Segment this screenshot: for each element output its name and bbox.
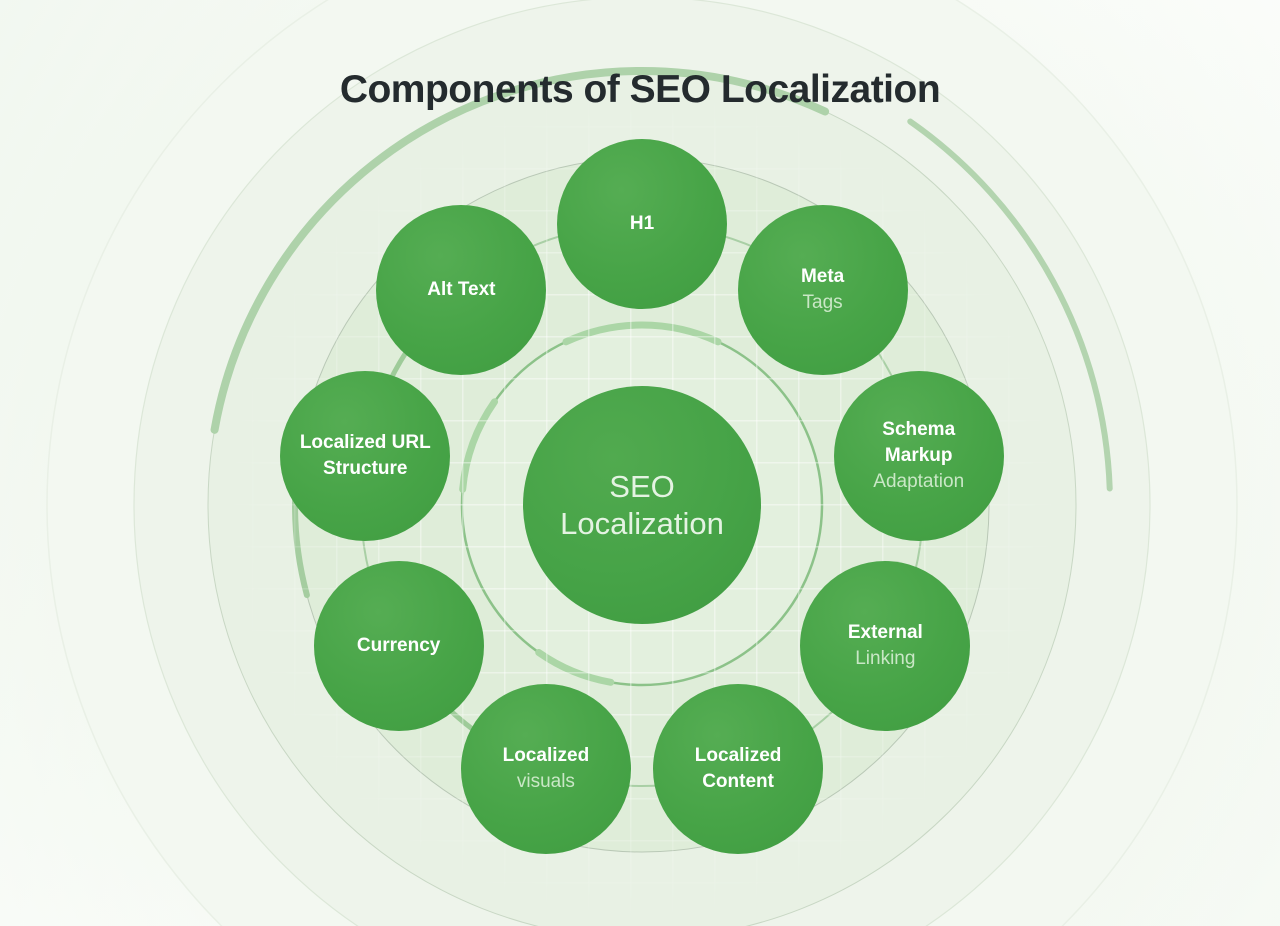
component-label-line: Localized [694, 745, 782, 767]
component-label-line: Schema [882, 419, 956, 441]
component-label-localized-visuals: Localized visuals [503, 743, 590, 795]
component-label-currency: Currency [357, 633, 440, 659]
component-circle-localized-url-structure: Localized URL Structure [280, 371, 451, 542]
component-label-line: Localized URL [299, 432, 431, 454]
center-label-line1: SEO [609, 468, 675, 504]
center-label-line2: Localization [560, 506, 724, 541]
component-label-line: Localized [502, 745, 590, 767]
component-label-line: Linking [855, 647, 916, 669]
component-circle-h1: H1 [557, 139, 727, 309]
component-label-h1: H1 [630, 211, 654, 237]
component-label-line: External [847, 621, 923, 643]
component-label-line: Alt Text [427, 278, 496, 300]
component-label-line: Structure [323, 458, 408, 480]
component-label-line: visuals [516, 771, 575, 793]
component-circle-localized-visuals: Localized visuals [460, 684, 631, 855]
component-label-line: Currency [356, 634, 441, 656]
component-label-line: Content [702, 771, 774, 793]
component-circle-currency: Currency [313, 560, 484, 731]
component-label-alt-text: Alt Text [427, 277, 495, 303]
component-label-line: Tags [802, 291, 843, 313]
center-label: SEO Localization [560, 468, 724, 542]
diagram-title: Components of SEO Localization [339, 68, 941, 111]
component-label-localized-url-structure: Localized URL Structure [300, 430, 431, 482]
center-circle-seo-localization: SEO Localization [523, 386, 761, 624]
component-label-line: H1 [629, 213, 655, 235]
component-label-line: Adaptation [873, 471, 965, 493]
component-label-line: Meta [800, 265, 845, 287]
component-label-line: Markup [884, 445, 953, 467]
component-circle-alt-text: Alt Text [376, 204, 547, 375]
